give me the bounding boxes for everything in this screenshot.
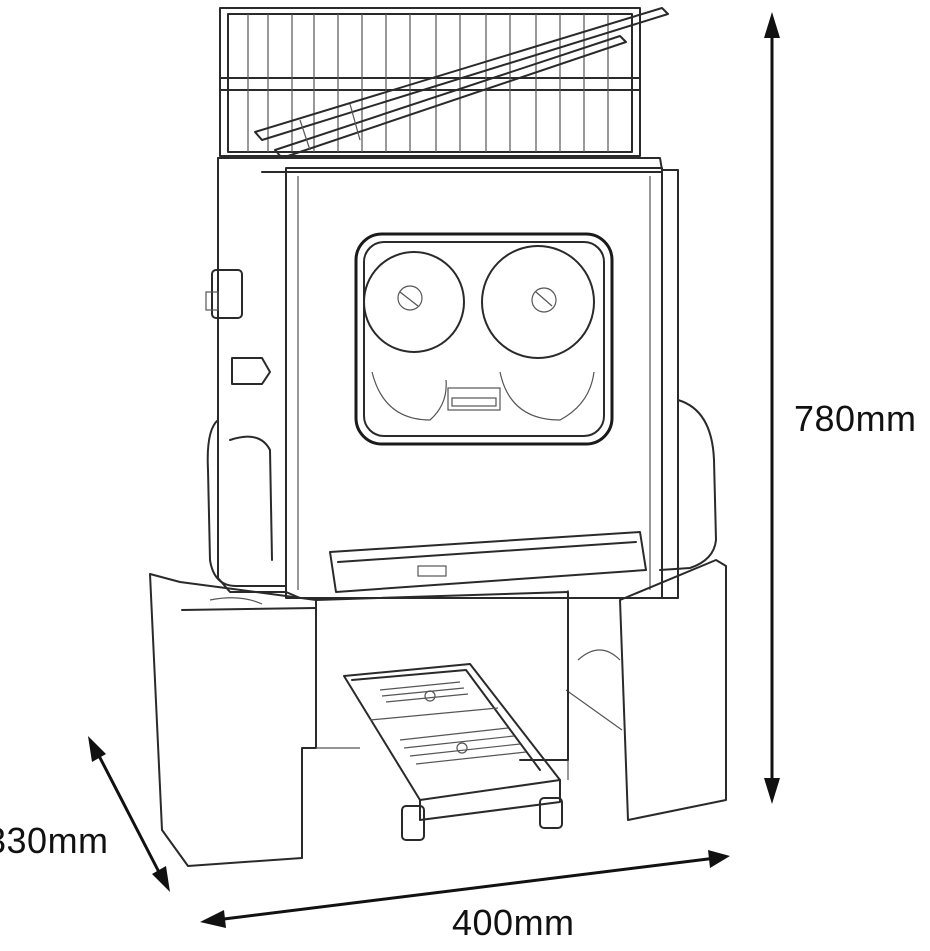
machine-body — [206, 157, 717, 599]
width-dimension-arrow — [200, 850, 730, 928]
left-wheel — [363, 251, 465, 353]
right-wheel — [481, 245, 595, 359]
fruit-basket — [219, 7, 669, 159]
side-latch — [205, 269, 271, 385]
base-left-panel — [149, 573, 317, 867]
width-label: 400mm — [452, 902, 575, 943]
juice-outlet-shelf — [329, 531, 647, 593]
depth-dimension-arrow — [88, 736, 170, 892]
drip-tray — [343, 663, 563, 841]
depth-label: 330mm — [0, 820, 109, 861]
height-label: 780mm — [794, 398, 917, 439]
viewing-window — [354, 232, 614, 446]
height-dimension-arrow — [764, 12, 780, 804]
